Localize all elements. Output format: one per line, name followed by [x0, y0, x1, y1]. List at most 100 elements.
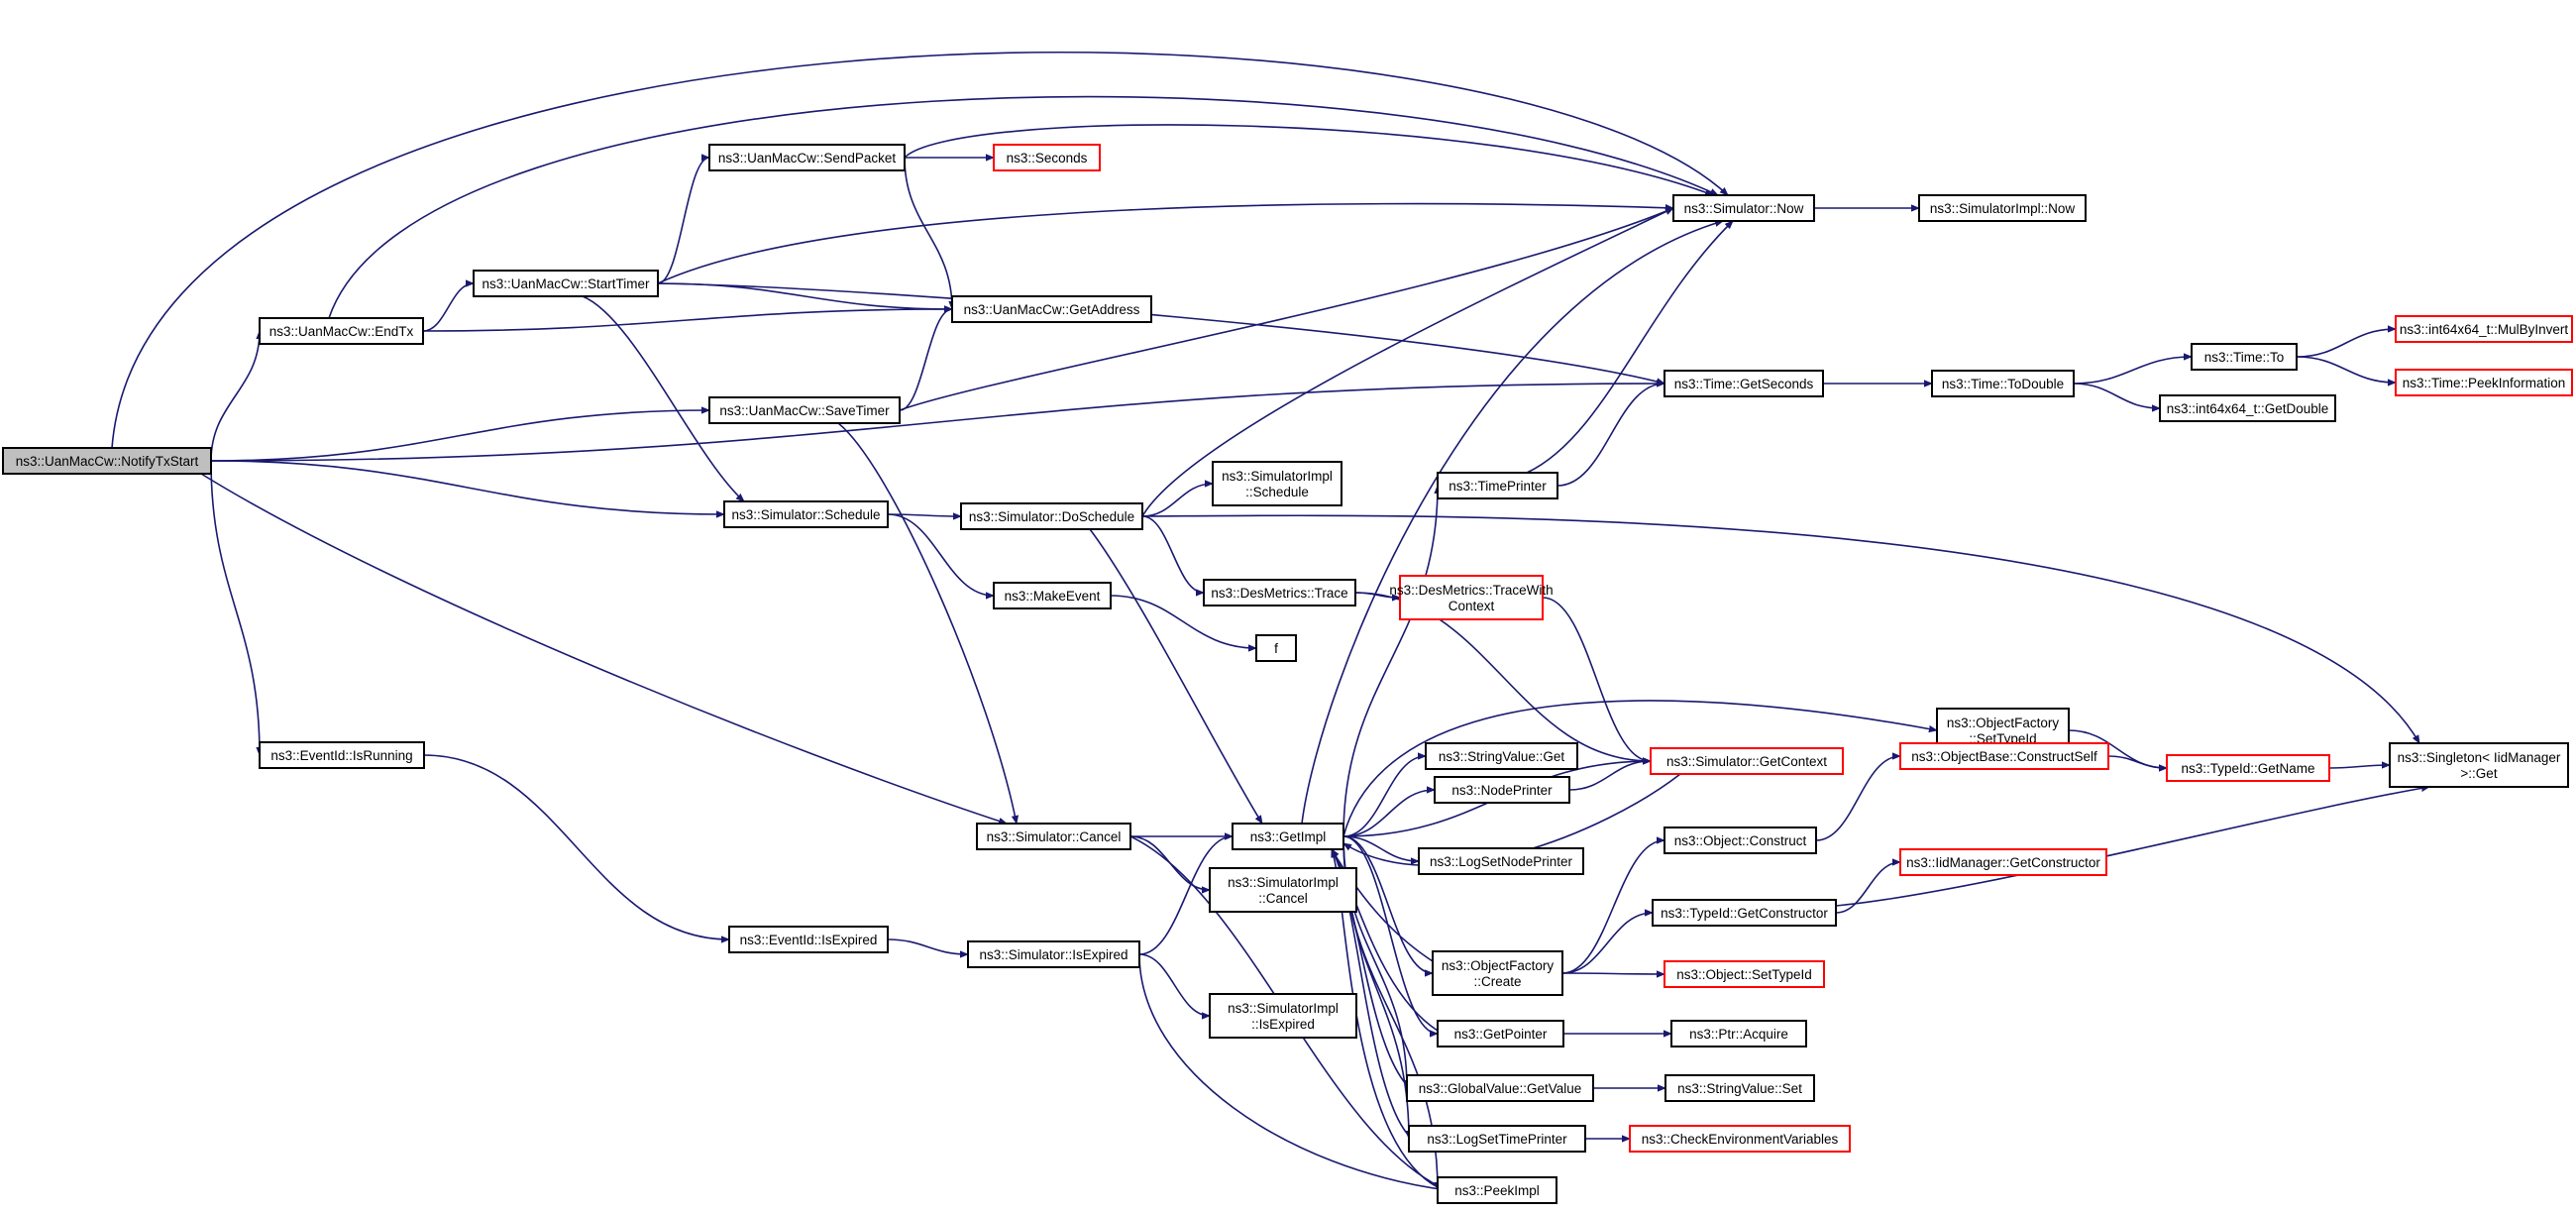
node-singletonget[interactable]: ns3::Singleton< IidManager >::Get: [2389, 742, 2569, 788]
node-box-endtx: [259, 317, 424, 345]
node-simnow[interactable]: ns3::Simulator::Now: [1672, 194, 1815, 222]
node-box-singletonget: [2389, 742, 2569, 788]
node-timeprinter[interactable]: ns3::TimePrinter: [1437, 472, 1558, 499]
node-box-timegetseconds: [1664, 370, 1824, 397]
node-getpointer[interactable]: ns3::GetPointer: [1437, 1020, 1564, 1048]
edge-getimpl-to-simnow: [1301, 221, 1723, 825]
node-simimplnow[interactable]: ns3::SimulatorImpl::Now: [1918, 194, 2087, 222]
node-stringvalueset[interactable]: ns3::StringValue::Set: [1664, 1074, 1815, 1102]
node-box-getimpl: [1232, 823, 1344, 850]
node-ofcreate[interactable]: ns3::ObjectFactory::Create: [1432, 950, 1563, 996]
node-seconds[interactable]: ns3::Seconds: [993, 144, 1101, 171]
edge-getimpl-to-logsetnodeprinter: [1342, 835, 1419, 861]
node-label-timetodouble-0: ns3::Time::ToDouble: [1942, 377, 2064, 391]
edge-notifytxstart-to-endtx: [210, 331, 260, 462]
node-endtx[interactable]: ns3::UanMacCw::EndTx: [259, 317, 424, 345]
node-label-timeprinter-0: ns3::TimePrinter: [1449, 479, 1547, 494]
node-objectsettypeid[interactable]: ns3::Object::SetTypeId: [1664, 960, 1825, 988]
edge-notifytxstart-to-simschedule: [210, 460, 724, 514]
node-peekimpl[interactable]: ns3::PeekImpl: [1437, 1176, 1557, 1204]
node-simimplschedule[interactable]: ns3::SimulatorImpl::Schedule: [1212, 461, 1342, 506]
edge-isrunning-to-isexpired: [423, 754, 729, 939]
edge-isexpired-to-simisexpired: [887, 938, 968, 954]
edge-timeprinter-to-timegetseconds: [1556, 384, 1664, 487]
edge-endtx-to-getaddress: [422, 309, 952, 332]
node-box-logsetnodeprinter: [1418, 847, 1584, 875]
node-timetodouble[interactable]: ns3::Time::ToDouble: [1931, 370, 2075, 397]
node-label-endtx-0: ns3::UanMacCw::EndTx: [269, 324, 414, 339]
node-simimplcancel[interactable]: ns3::SimulatorImpl::Cancel: [1209, 867, 1357, 913]
node-logsetnodeprinter[interactable]: ns3::LogSetNodePrinter: [1418, 847, 1584, 875]
node-getcontext[interactable]: ns3::Simulator::GetContext: [1650, 747, 1844, 775]
node-getaddress[interactable]: ns3::UanMacCw::GetAddress: [951, 295, 1152, 323]
node-label-simimplschedule-1: ::Schedule: [1245, 485, 1309, 499]
node-label-savetimer-0: ns3::UanMacCw::SaveTimer: [719, 403, 890, 418]
node-simisexpired[interactable]: ns3::Simulator::IsExpired: [967, 940, 1140, 968]
node-label-desmetricstrace-0: ns3::DesMetrics::Trace: [1211, 586, 1347, 601]
node-nodeprinter[interactable]: ns3::NodePrinter: [1434, 776, 1570, 804]
node-label-isexpired-0: ns3::EventId::IsExpired: [740, 933, 878, 947]
node-typeidgetconstructor[interactable]: ns3::TypeId::GetConstructor: [1652, 899, 1837, 927]
node-box-peekimpl: [1437, 1176, 1557, 1204]
edge-getimpl-to-ofsettypeid: [1342, 700, 1937, 837]
node-sendpacket[interactable]: ns3::UanMacCw::SendPacket: [708, 144, 906, 171]
node-mulbyinvert[interactable]: ns3::int64x64_t::MulByInvert: [2395, 315, 2573, 343]
node-label-objectsettypeid-0: ns3::Object::SetTypeId: [1676, 967, 1812, 982]
node-checkenv[interactable]: ns3::CheckEnvironmentVariables: [1629, 1125, 1851, 1153]
node-constructself[interactable]: ns3::ObjectBase::ConstructSelf: [1899, 742, 2109, 770]
edge-timeto-to-peekinformation: [2296, 356, 2396, 383]
edge-tracewithcontext-to-getcontext: [1542, 597, 1651, 761]
node-makeevent[interactable]: ns3::MakeEvent: [993, 582, 1112, 609]
node-box-simnow: [1672, 194, 1815, 222]
node-box-simschedule: [723, 500, 889, 528]
node-label-getpointer-0: ns3::GetPointer: [1454, 1027, 1548, 1042]
node-typeidgetname[interactable]: ns3::TypeId::GetName: [2166, 754, 2330, 782]
node-box-ofcreate: [1432, 950, 1563, 996]
node-timeto[interactable]: ns3::Time::To: [2191, 343, 2298, 371]
node-simcancel[interactable]: ns3::Simulator::Cancel: [976, 823, 1131, 850]
edge-starttimer-to-sendpacket: [657, 158, 710, 284]
node-getimpl[interactable]: ns3::GetImpl: [1232, 823, 1344, 850]
node-isrunning[interactable]: ns3::EventId::IsRunning: [259, 741, 425, 769]
node-f[interactable]: f: [1255, 634, 1297, 662]
nodes-layer: ns3::UanMacCw::NotifyTxStart ns3::UanMacC…: [2, 144, 2573, 1204]
node-simschedule[interactable]: ns3::Simulator::Schedule: [723, 500, 889, 528]
node-label-mulbyinvert-0: ns3::int64x64_t::MulByInvert: [2400, 322, 2569, 337]
node-label-simimplcancel-0: ns3::SimulatorImpl: [1228, 875, 1339, 890]
node-stringvalueget[interactable]: ns3::StringValue::Get: [1425, 742, 1578, 770]
node-label-simimplschedule-0: ns3::SimulatorImpl: [1222, 469, 1333, 484]
node-label-iidgetconstructor-0: ns3::IidManager::GetConstructor: [1906, 855, 2100, 870]
node-label-peekimpl-0: ns3::PeekImpl: [1454, 1183, 1540, 1198]
node-label-globalvaluegetvalue-0: ns3::GlobalValue::GetValue: [1419, 1081, 1582, 1096]
node-peekinformation[interactable]: ns3::Time::PeekInformation: [2395, 369, 2573, 396]
node-label-typeidgetname-0: ns3::TypeId::GetName: [2181, 761, 2314, 776]
node-getdouble[interactable]: ns3::int64x64_t::GetDouble: [2159, 394, 2336, 422]
node-simimplisexpired[interactable]: ns3::SimulatorImpl::IsExpired: [1209, 993, 1357, 1039]
node-objectconstruct[interactable]: ns3::Object::Construct: [1664, 827, 1817, 854]
node-starttimer[interactable]: ns3::UanMacCw::StartTimer: [473, 270, 659, 297]
node-logsettimeprinter[interactable]: ns3::LogSetTimePrinter: [1408, 1125, 1586, 1153]
node-ptracquire[interactable]: ns3::Ptr::Acquire: [1670, 1020, 1807, 1048]
node-label-stringvalueset-0: ns3::StringValue::Set: [1677, 1081, 1802, 1096]
node-globalvaluegetvalue[interactable]: ns3::GlobalValue::GetValue: [1406, 1074, 1594, 1102]
node-box-savetimer: [708, 396, 901, 424]
node-doschedule[interactable]: ns3::Simulator::DoSchedule: [960, 502, 1143, 530]
node-box-mulbyinvert: [2395, 315, 2573, 343]
node-label-logsettimeprinter-0: ns3::LogSetTimePrinter: [1427, 1132, 1567, 1147]
node-label-getimpl-0: ns3::GetImpl: [1250, 829, 1327, 844]
edge-ofcreate-to-objectconstruct: [1561, 840, 1664, 974]
edge-doschedule-to-simnow: [1141, 207, 1673, 517]
node-isexpired[interactable]: ns3::EventId::IsExpired: [728, 926, 889, 953]
node-timegetseconds[interactable]: ns3::Time::GetSeconds: [1664, 370, 1824, 397]
node-desmetricstrace[interactable]: ns3::DesMetrics::Trace: [1203, 579, 1356, 606]
node-iidgetconstructor[interactable]: ns3::IidManager::GetConstructor: [1899, 848, 2107, 876]
node-label-typeidgetconstructor-0: ns3::TypeId::GetConstructor: [1661, 906, 1828, 921]
node-box-simimplisexpired: [1209, 993, 1357, 1039]
edges-layer: [111, 51, 2429, 1190]
node-label-simimplisexpired-1: ::IsExpired: [1251, 1017, 1315, 1032]
node-notifytxstart[interactable]: ns3::UanMacCw::NotifyTxStart: [2, 447, 212, 475]
node-savetimer[interactable]: ns3::UanMacCw::SaveTimer: [708, 396, 901, 424]
edge-doschedule-to-simimplschedule: [1141, 484, 1213, 517]
